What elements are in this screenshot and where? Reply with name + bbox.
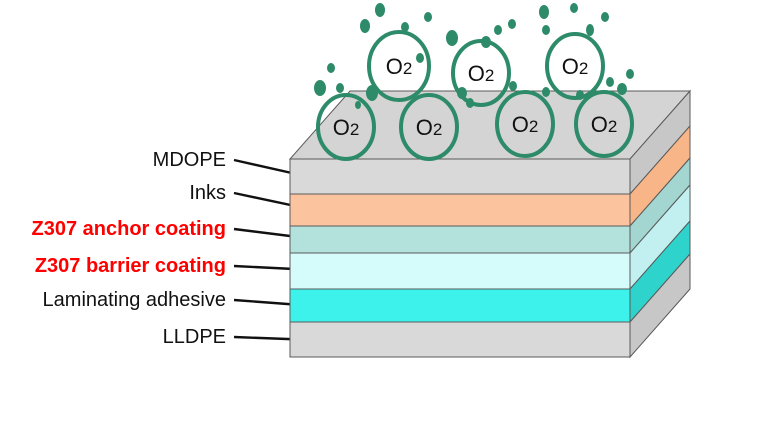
oxygen-molecule: O2 — [399, 93, 459, 161]
bubble-dot — [336, 83, 344, 93]
molecule-label: O2 — [468, 61, 495, 86]
bubble-dot — [570, 3, 578, 13]
molecule-label: O2 — [416, 115, 443, 140]
oxygen-molecule: O2 — [316, 93, 376, 161]
oxygen-molecule: O2 — [451, 39, 511, 107]
bubble-dot — [446, 30, 458, 46]
layer-front-z307-barrier-coating — [289, 252, 631, 290]
layer-label-inks: Inks — [189, 182, 226, 204]
layer-front-laminating-adhesive — [289, 288, 631, 323]
molecule-label: O2 — [562, 54, 589, 79]
oxygen-molecule: O2 — [495, 90, 555, 158]
molecule-label: O2 — [591, 112, 618, 137]
bubble-dot — [355, 101, 361, 109]
laminate-block — [288, 89, 692, 359]
bubble-dot — [401, 22, 409, 32]
molecule-label: O2 — [512, 112, 539, 137]
bubble-dot — [626, 69, 634, 79]
bubble-dot — [601, 12, 609, 22]
bubble-dot — [360, 19, 370, 33]
layer-label-z307-barrier-coating: Z307 barrier coating — [35, 255, 226, 277]
oxygen-molecule: O2 — [367, 30, 431, 102]
layer-label-laminating-adhesive: Laminating adhesive — [43, 289, 226, 311]
bubble-dot — [327, 63, 335, 73]
bubble-dot — [542, 25, 550, 35]
layer-front-mdope — [289, 158, 631, 195]
bubble-dot — [494, 25, 502, 35]
molecule-ring — [399, 93, 459, 161]
molecule-ring — [495, 90, 555, 158]
molecule-label: O2 — [333, 115, 360, 140]
molecule-ring — [316, 93, 376, 161]
bubble-dot — [509, 81, 517, 91]
molecule-label: O2 — [386, 54, 413, 79]
bubble-dot — [375, 3, 385, 17]
molecule-ring — [451, 39, 511, 107]
molecule-ring — [574, 90, 634, 158]
molecule-ring — [367, 30, 431, 102]
bubble-dot — [617, 83, 627, 95]
bubble-dot — [539, 5, 549, 19]
layer-front-lldpe — [289, 321, 631, 358]
bubble-dot — [424, 12, 432, 22]
oxygen-molecule: O2 — [574, 90, 634, 158]
bubble-dot — [314, 80, 326, 96]
bubble-dot — [606, 77, 614, 87]
oxygen-molecule: O2 — [545, 32, 605, 100]
layer-label-z307-anchor-coating: Z307 anchor coating — [32, 218, 227, 240]
oxygen-bubbles — [314, 3, 634, 109]
layer-label-mdope: MDOPE — [153, 149, 226, 171]
bubble-dot — [542, 87, 550, 97]
bubble-dot — [586, 24, 594, 36]
layer-front-z307-anchor-coating — [289, 225, 631, 254]
layer-front-inks — [289, 193, 631, 227]
molecule-ring — [545, 32, 605, 100]
bubble-dot — [508, 19, 516, 29]
layer-label-lldpe: LLDPE — [163, 326, 226, 348]
bubble-dot — [416, 53, 424, 63]
